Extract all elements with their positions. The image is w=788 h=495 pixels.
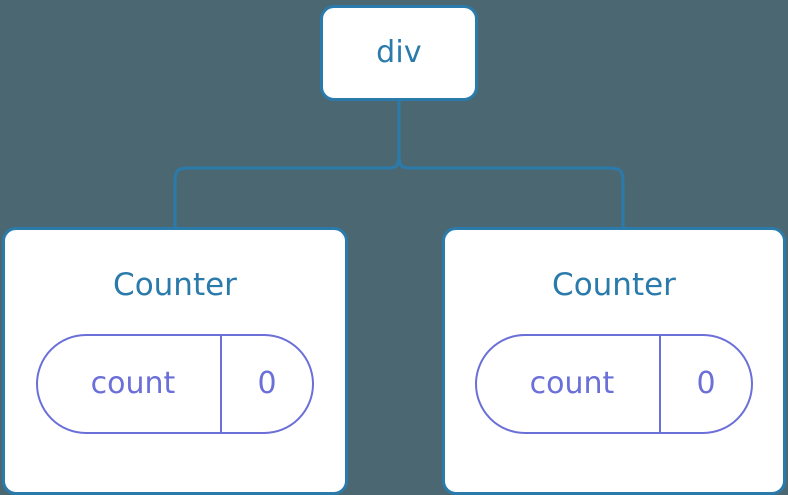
state-key-right: count [529,366,615,401]
state-pill-divider-right [659,336,661,432]
state-key-left: count [90,366,176,401]
node-counter-left-label: Counter [113,267,237,303]
state-pill-left[interactable]: count 0 [36,334,314,434]
state-pill-divider-left [220,336,222,432]
node-div[interactable]: div [320,5,478,101]
node-div-label: div [376,35,422,70]
state-value-right: 0 [696,366,716,401]
state-pill-right[interactable]: count 0 [475,334,753,434]
node-counter-right[interactable]: Counter count 0 [442,227,786,495]
state-value-left: 0 [257,366,277,401]
connector-branch-left [173,151,401,227]
node-counter-right-label: Counter [552,267,676,303]
connector-branch-right [397,151,625,227]
node-counter-left[interactable]: Counter count 0 [2,227,348,495]
